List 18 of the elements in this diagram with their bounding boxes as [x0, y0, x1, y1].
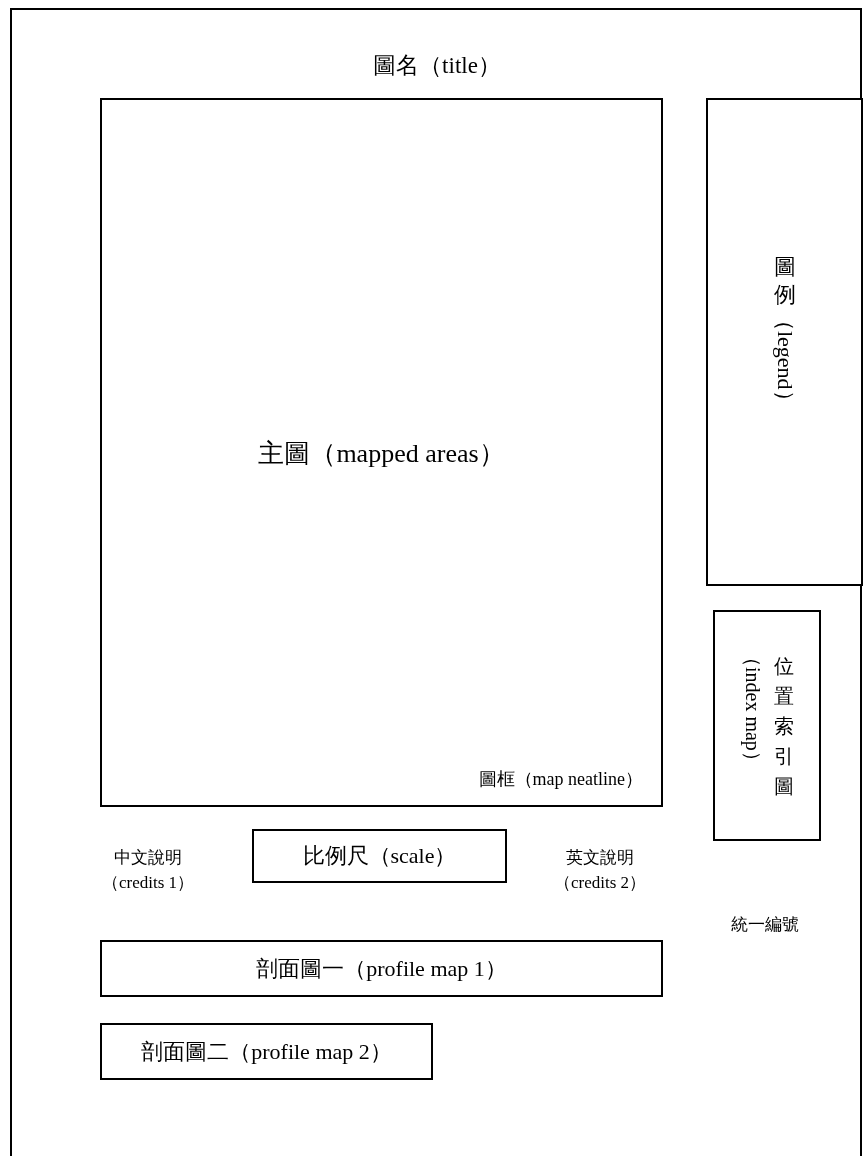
map-frame [100, 98, 663, 807]
profile-box [100, 940, 663, 997]
map-title: 圖名（title） [373, 52, 501, 80]
serial-number-label: 統一編號 [731, 914, 799, 936]
profile-label: 剖面圖一（profile map 1） [256, 954, 507, 983]
main-map-label: 主圖（mapped areas） [258, 437, 505, 469]
panel-label: 圖例（legend） [772, 252, 797, 412]
scale-box [252, 829, 507, 883]
index-map-box [713, 610, 821, 841]
neatline-label: 圖框（map neatline） [478, 768, 643, 791]
credits-label: 中文說明 [114, 847, 182, 869]
legend-box [706, 98, 863, 586]
credits-label: （credits 1） [101, 872, 195, 894]
profile-label: 剖面圖二（profile map 2） [141, 1037, 392, 1066]
profile-box [100, 1023, 433, 1080]
credits-label: 英文說明 [566, 847, 634, 869]
credits-label: （credits 2） [553, 872, 647, 894]
scale-label: 比例尺（scale） [302, 842, 457, 870]
